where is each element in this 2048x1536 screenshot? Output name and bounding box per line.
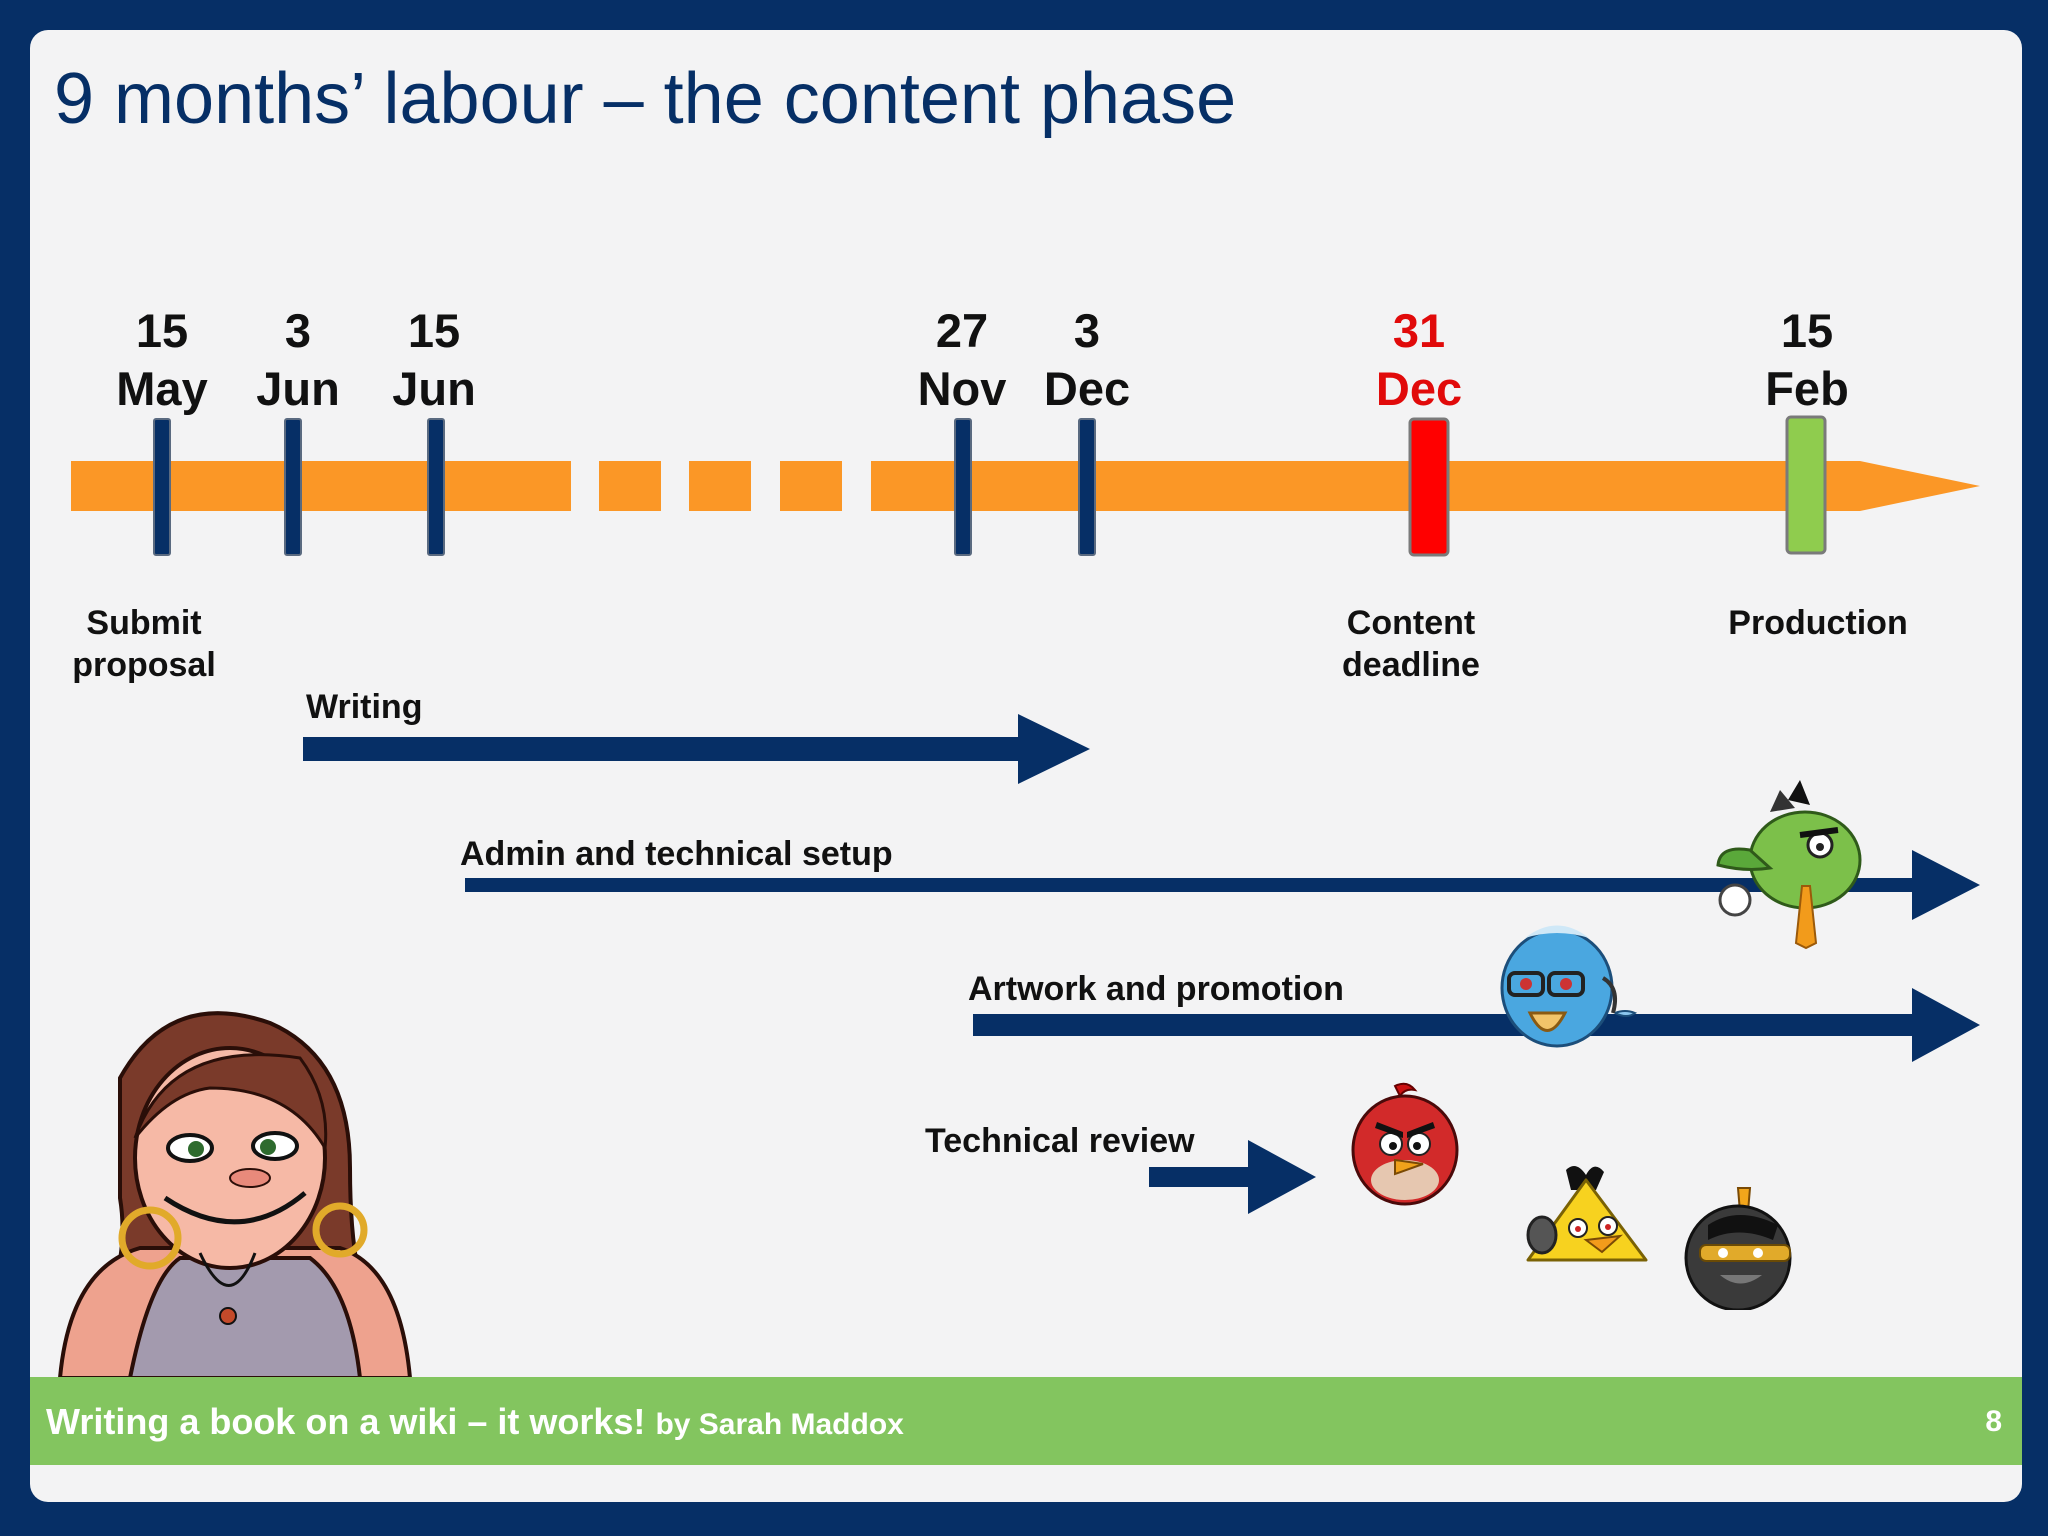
green-bird-character xyxy=(1716,780,1862,950)
date-day: 15 xyxy=(1780,304,1834,357)
footer-title: Writing a book on a wiki – it works! by … xyxy=(46,1401,904,1443)
date-month: Jun xyxy=(392,362,476,415)
date-day: 3 xyxy=(1073,304,1101,357)
production-label: Production xyxy=(1718,602,1918,644)
date-day: 27 xyxy=(935,304,989,357)
writing-arrow xyxy=(303,714,1090,784)
label-line: proposal xyxy=(72,646,216,684)
date-15-jun: 15 Jun xyxy=(354,302,514,418)
artwork-label: Artwork and promotion xyxy=(968,970,1344,1008)
timeline-dash xyxy=(599,461,661,511)
tick-3-dec xyxy=(1078,418,1096,556)
date-day: 15 xyxy=(407,304,461,357)
review-label: Technical review xyxy=(925,1122,1195,1160)
deadline-marker xyxy=(1408,417,1450,557)
date-day: 31 xyxy=(1392,304,1446,357)
production-marker xyxy=(1785,415,1827,555)
date-month: Dec xyxy=(1375,362,1463,415)
black-bird-character xyxy=(1684,1187,1792,1310)
slide: 9 months’ labour – the content phase 15 … xyxy=(30,30,2022,1502)
red-bird-character xyxy=(1351,1082,1459,1206)
date-month: Feb xyxy=(1765,362,1849,415)
admin-arrow xyxy=(465,850,1980,920)
label-line: Production xyxy=(1728,604,1908,642)
date-31-dec: 31 Dec xyxy=(1339,302,1499,418)
date-month: Nov xyxy=(917,362,1007,415)
timeline-dash xyxy=(780,461,842,511)
tick-3-jun xyxy=(284,418,302,556)
review-arrow xyxy=(1149,1140,1316,1214)
slide-title: 9 months’ labour – the content phase xyxy=(54,59,1237,139)
date-month: May xyxy=(116,362,208,415)
date-15-feb: 15 Feb xyxy=(1727,302,1887,418)
tick-15-jun xyxy=(427,418,445,556)
date-month: Dec xyxy=(1043,362,1131,415)
author-avatar-illustration xyxy=(57,1011,413,1378)
tick-15-may xyxy=(153,418,171,556)
date-day: 15 xyxy=(135,304,189,357)
page-number: 8 xyxy=(1985,1405,2002,1438)
date-27-nov: 27 Nov xyxy=(882,302,1042,418)
content-deadline-label: Content deadline xyxy=(1326,602,1496,686)
footer-byline: by Sarah Maddox xyxy=(655,1408,904,1441)
date-day: 3 xyxy=(284,304,312,357)
artwork-arrow xyxy=(973,988,1980,1062)
tick-27-nov xyxy=(954,418,972,556)
admin-label: Admin and technical setup xyxy=(460,835,893,873)
footer-presentation-title: Writing a book on a wiki – it works! xyxy=(46,1401,646,1442)
timeline-graphic xyxy=(71,415,1980,1214)
label-line: deadline xyxy=(1342,646,1480,684)
label-line: Content xyxy=(1346,604,1476,642)
label-line: Submit xyxy=(86,604,202,642)
footer-bar: Writing a book on a wiki – it works! by … xyxy=(30,1377,2022,1465)
blue-bird-character xyxy=(1500,925,1638,1048)
timeline-dash xyxy=(689,461,751,511)
submit-proposal-label: Submit proposal xyxy=(64,602,224,686)
yellow-bird-character xyxy=(1526,1166,1648,1262)
date-3-dec: 3 Dec xyxy=(1007,302,1167,418)
date-month: Jun xyxy=(256,362,340,415)
date-15-may: 15 May xyxy=(82,302,242,418)
timeline-bar-segment xyxy=(71,461,571,511)
writing-label: Writing xyxy=(306,688,423,726)
date-3-jun: 3 Jun xyxy=(218,302,378,418)
